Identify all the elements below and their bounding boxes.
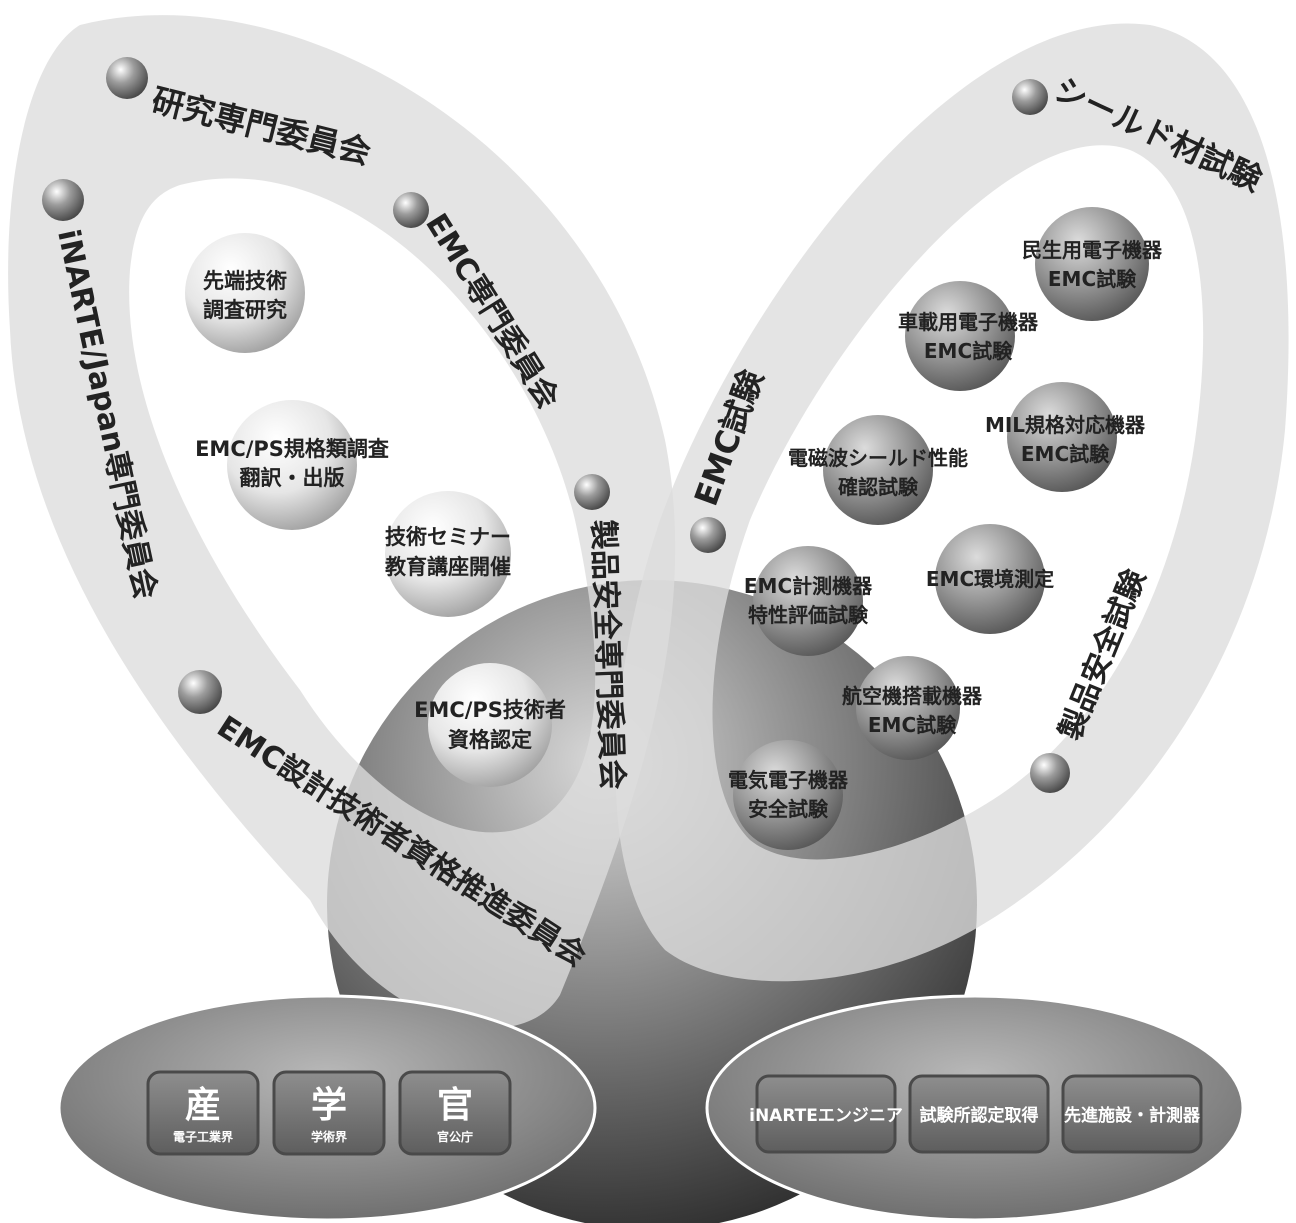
svg-text:技術セミナー: 技術セミナー <box>385 525 511 549</box>
button-government[interactable]: 官 官公庁 <box>398 1070 512 1156</box>
svg-text:電子工業界: 電子工業界 <box>173 1129 233 1144</box>
svg-text:官公庁: 官公庁 <box>437 1129 473 1144</box>
bullet-dot <box>178 670 222 714</box>
svg-text:先端技術: 先端技術 <box>203 269 287 293</box>
svg-text:確認試験: 確認試験 <box>838 475 919 499</box>
button-lab-accreditation[interactable]: 試験所認定取得 <box>908 1074 1050 1154</box>
svg-text:学: 学 <box>311 1084 347 1126</box>
button-industry[interactable]: 産 電子工業界 <box>146 1070 260 1156</box>
bullet-dot <box>690 517 726 553</box>
svg-text:EMC試験: EMC試験 <box>924 339 1013 363</box>
svg-text:EMC試験: EMC試験 <box>1021 442 1110 466</box>
button-academia[interactable]: 学 学術界 <box>272 1070 386 1156</box>
svg-text:EMC試験: EMC試験 <box>1048 267 1137 291</box>
svg-text:先進施設・計測器: 先進施設・計測器 <box>1064 1105 1201 1126</box>
bubble-electrical-safety: 電気電子機器 安全試験 <box>728 740 849 850</box>
svg-text:産: 産 <box>185 1085 221 1126</box>
bullet-dot <box>1030 753 1070 793</box>
bubble-engineer-certification: EMC/PS技術者 資格認定 <box>414 663 566 787</box>
svg-text:MIL規格対応機器: MIL規格対応機器 <box>985 413 1146 437</box>
svg-text:翻訳・出版: 翻訳・出版 <box>240 466 345 490</box>
bubble-emc-environment: EMC環境測定 <box>926 524 1054 634</box>
bubble-seminar: 技術セミナー 教育講座開催 <box>385 491 511 617</box>
svg-text:車載用電子機器: 車載用電子機器 <box>898 310 1039 334</box>
svg-text:官: 官 <box>437 1085 473 1126</box>
svg-text:電磁波シールド性能: 電磁波シールド性能 <box>788 446 968 470</box>
bullet-dot <box>42 179 84 221</box>
svg-text:電気電子機器: 電気電子機器 <box>728 768 849 792</box>
svg-text:航空機搭載機器: 航空機搭載機器 <box>842 684 983 708</box>
bubble-shield-performance: 電磁波シールド性能 確認試験 <box>788 415 968 525</box>
left-wing <box>8 15 676 1029</box>
svg-text:学術界: 学術界 <box>311 1129 347 1144</box>
svg-text:EMC/PS技術者: EMC/PS技術者 <box>414 698 566 722</box>
bullet-dot <box>1012 79 1048 115</box>
bubble-advanced-research: 先端技術 調査研究 <box>185 233 305 353</box>
svg-text:調査研究: 調査研究 <box>203 298 287 322</box>
right-wing <box>615 23 1289 982</box>
industry-academia-government-pad: 産 電子工業界 学 学術界 官 官公庁 <box>57 994 597 1222</box>
svg-text:資格認定: 資格認定 <box>448 728 532 752</box>
bubble-mil-standard-emc: MIL規格対応機器 EMC試験 <box>985 382 1146 492</box>
svg-text:EMC計測機器: EMC計測機器 <box>744 574 873 598</box>
bubble-standards-translation: EMC/PS規格類調査 翻訳・出版 <box>195 400 389 530</box>
button-advanced-facilities[interactable]: 先進施設・計測器 <box>1061 1074 1203 1154</box>
svg-text:EMC試験: EMC試験 <box>868 713 957 737</box>
bullet-dot <box>574 474 610 510</box>
svg-text:教育講座開催: 教育講座開催 <box>385 555 511 579</box>
svg-text:安全試験: 安全試験 <box>748 797 829 821</box>
bullet-dot <box>106 57 148 99</box>
bubble-automotive-emc: 車載用電子機器 EMC試験 <box>898 281 1039 391</box>
bubble-consumer-electronics-emc: 民生用電子機器 EMC試験 <box>1022 207 1163 321</box>
bullet-dot <box>393 192 429 228</box>
svg-text:試験所認定取得: 試験所認定取得 <box>920 1105 1039 1126</box>
svg-text:民生用電子機器: 民生用電子機器 <box>1022 238 1163 262</box>
svg-text:EMC環境測定: EMC環境測定 <box>926 567 1054 591</box>
bubble-measurement-equipment: EMC計測機器 特性評価試験 <box>744 546 873 656</box>
svg-text:iNARTEエンジニア: iNARTEエンジニア <box>749 1106 903 1126</box>
capabilities-pad: iNARTEエンジニア 試験所認定取得 先進施設・計測器 <box>705 994 1245 1222</box>
bubble-aircraft-emc: 航空機搭載機器 EMC試験 <box>842 656 983 760</box>
svg-text:特性評価試験: 特性評価試験 <box>748 603 869 627</box>
button-inarte-engineer[interactable]: iNARTEエンジニア <box>749 1074 903 1154</box>
svg-text:EMC/PS規格類調査: EMC/PS規格類調査 <box>195 437 389 461</box>
